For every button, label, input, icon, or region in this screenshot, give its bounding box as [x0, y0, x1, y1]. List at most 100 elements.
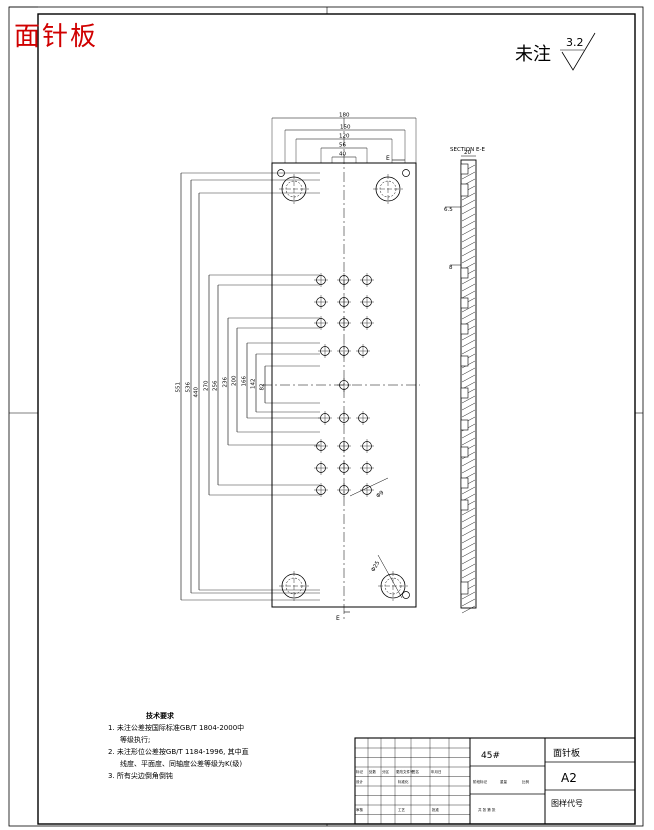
hatch-line — [461, 409, 476, 418]
hatch-line — [461, 458, 476, 467]
dimension-top: 56 — [339, 143, 346, 149]
section-bore — [460, 419, 469, 431]
section-bore — [460, 446, 469, 458]
hatch-line — [461, 591, 476, 600]
dimension-left: 142 — [251, 379, 257, 390]
note-line: 2. 未注形位公差按GB/T 1184-1996, 其中直 — [108, 748, 249, 756]
section-bore — [460, 267, 469, 279]
dimension-left: 256 — [213, 380, 219, 391]
dimension-top: 120 — [339, 134, 350, 140]
hatch-line — [461, 563, 476, 572]
surface-roughness-note: 未注 — [515, 44, 551, 65]
hatch-line — [461, 311, 476, 320]
hatch-line — [461, 367, 476, 376]
hatch-line — [461, 227, 476, 236]
material-label: 45# — [481, 751, 500, 761]
note-line: 等级执行; — [120, 736, 151, 744]
hatch-line — [461, 213, 476, 222]
hatch-line — [461, 465, 476, 474]
hatch-line — [461, 234, 476, 243]
dimension-section: 8 — [449, 265, 453, 271]
hatch-line — [461, 430, 476, 439]
screw-hole — [402, 169, 410, 177]
leader-line — [349, 477, 389, 497]
dimension-left: 166 — [242, 376, 248, 387]
section-bore — [460, 477, 469, 489]
note-line: 3. 所有尖边倒角倒钝 — [108, 772, 173, 780]
hatch-line — [461, 556, 476, 565]
dimension-left: 200 — [232, 375, 238, 386]
dimension-section: 20 — [464, 150, 471, 156]
hatch-line — [461, 332, 476, 341]
hatch-line — [461, 248, 476, 257]
hatch-line — [461, 283, 476, 292]
hatch-line — [461, 542, 476, 551]
hatch-line — [461, 395, 476, 404]
title-block-label: 重量 — [500, 779, 508, 784]
hatch-line — [461, 199, 476, 208]
title-block-label: 共 张 第 张 — [478, 807, 496, 812]
hatch-line — [461, 507, 476, 516]
title-block-label: 批准 — [432, 807, 440, 812]
section-bore — [460, 581, 469, 595]
title-block-label: 分区 — [382, 769, 390, 774]
hatch-line — [461, 290, 476, 299]
title-block-label: 年月日 — [431, 769, 442, 774]
section-bore — [460, 183, 469, 197]
drawing-code-label: 图样代号 — [551, 798, 583, 808]
hatch-line — [461, 360, 476, 369]
hatch-line — [461, 521, 476, 530]
roughness-symbol — [561, 32, 596, 71]
dimension-left: 82 — [260, 384, 266, 391]
hatch-line — [461, 402, 476, 411]
hatch-line — [461, 206, 476, 215]
hatch-line — [461, 346, 476, 355]
section-outline — [460, 159, 477, 609]
title-block — [354, 737, 636, 825]
hatch-line — [461, 276, 476, 285]
hatch-line — [461, 220, 476, 229]
title-block-label: 设计 — [356, 779, 364, 784]
hatch-line — [461, 528, 476, 537]
title-block-label: 审核 — [356, 807, 364, 812]
section-bore — [460, 163, 469, 175]
dimension-left: 536 — [186, 382, 192, 393]
section-hatch — [461, 164, 476, 614]
title-block-label: 阶段标记 — [473, 779, 487, 784]
title-block-label: 签名 — [412, 769, 419, 774]
section-bore — [460, 499, 469, 511]
hole-callout-small: Φ9 — [375, 490, 385, 500]
leader-line — [377, 554, 403, 599]
part-name-label: 面针板 — [553, 747, 580, 759]
hole-callout-large: Φ25 — [371, 560, 382, 573]
note-line: 线度、平面度、同轴度公差等级为K(级) — [120, 760, 243, 768]
hatch-line — [461, 605, 476, 614]
hatch-line — [461, 374, 476, 383]
section-mark-bottom: E — [336, 615, 340, 622]
hatch-line — [461, 514, 476, 523]
title-block-label: 标准化 — [398, 779, 409, 784]
hatch-line — [461, 171, 476, 180]
section-bore — [460, 297, 469, 309]
hatch-line — [461, 339, 476, 348]
sheet-size-label: A2 — [561, 771, 577, 785]
hatch-line — [461, 192, 476, 201]
section-bore — [460, 323, 469, 335]
hatch-line — [461, 241, 476, 250]
section-mark-top: E — [386, 155, 390, 162]
section-bore — [460, 355, 469, 367]
technical-requirements: 技术要求 1. 未注公差按国际标准GB/T 1804-2000中 等级执行; 2… — [108, 710, 249, 782]
dimension-top: 150 — [340, 125, 351, 131]
hatch-line — [461, 570, 476, 579]
dimension-section: 6.5 — [444, 207, 453, 213]
inner-border — [37, 13, 636, 825]
hatch-line — [461, 486, 476, 495]
hatch-line — [461, 598, 476, 607]
hatch-line — [461, 535, 476, 544]
screw-hole — [402, 591, 410, 599]
title-block-label: 处数 — [369, 769, 377, 774]
note-line: 1. 未注公差按国际标准GB/T 1804-2000中 — [108, 724, 245, 732]
title-block-label: 标记 — [356, 769, 364, 774]
hatch-line — [461, 437, 476, 446]
dimension-left: 551 — [176, 382, 182, 393]
